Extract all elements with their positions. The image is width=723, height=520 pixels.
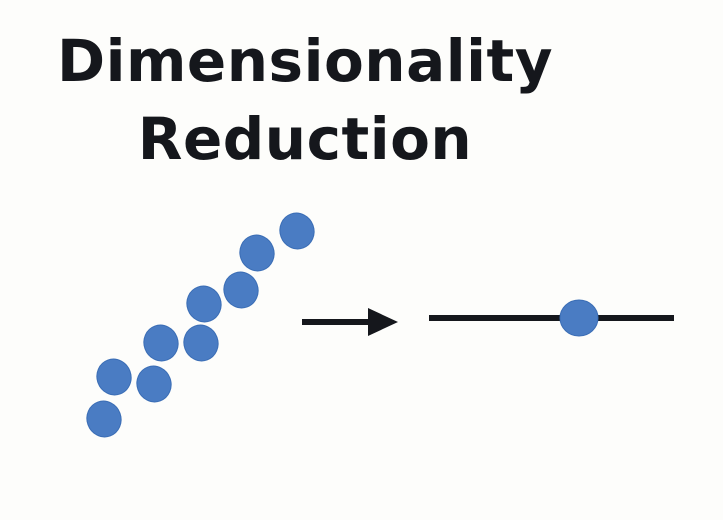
one-dimensional-projection	[429, 299, 674, 337]
title-line-2: Reduction	[137, 105, 473, 173]
projected-point	[559, 299, 599, 337]
cluster-point	[186, 285, 222, 323]
arrow-head	[368, 308, 398, 336]
page-title: Dimensionality Reduction	[0, 22, 610, 178]
cluster-point	[239, 234, 275, 272]
right-arrow-icon	[302, 308, 398, 336]
cluster-point	[86, 400, 122, 438]
cluster-point	[279, 212, 315, 250]
cluster-point	[183, 324, 219, 362]
cluster-point	[223, 271, 259, 309]
cluster-point	[96, 358, 132, 396]
high-dimensional-point-cluster	[86, 212, 315, 438]
title-line-1: Dimensionality	[56, 27, 554, 95]
cluster-point	[136, 365, 172, 403]
cluster-point	[143, 324, 179, 362]
